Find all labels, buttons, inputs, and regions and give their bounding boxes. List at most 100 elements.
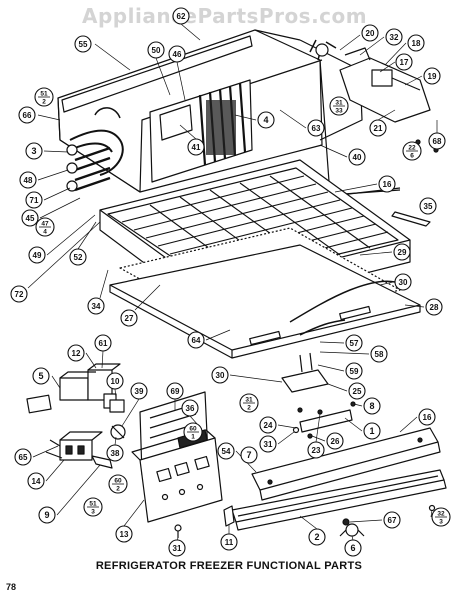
callout-c72: 72 bbox=[10, 285, 28, 303]
callout-c14: 14 bbox=[27, 472, 45, 490]
callout-c1: 1 bbox=[363, 422, 381, 440]
callout-c16: 16 bbox=[378, 175, 396, 193]
callout-number: 25 bbox=[353, 387, 362, 396]
fraction-callout-f312: 312 bbox=[239, 393, 259, 413]
callout-c16b: 16 bbox=[418, 408, 436, 426]
callout-number: 23 bbox=[312, 446, 321, 455]
callout-circle bbox=[308, 528, 326, 546]
callout-number: 68 bbox=[433, 137, 442, 146]
callout-number: 11 bbox=[225, 538, 234, 547]
callout-number: 26 bbox=[331, 437, 340, 446]
callout-c25: 25 bbox=[348, 382, 366, 400]
callout-number: 8 bbox=[369, 401, 374, 411]
fraction-bottom: 3 bbox=[91, 509, 95, 516]
callout-number: 34 bbox=[92, 302, 101, 311]
callout-c30a: 30 bbox=[394, 273, 412, 291]
callout-c57: 57 bbox=[345, 334, 363, 352]
callout-number: 48 bbox=[24, 176, 33, 185]
callout-c61: 61 bbox=[94, 334, 112, 352]
fraction-callout-f474: 474 bbox=[35, 217, 55, 237]
callout-c50: 50 bbox=[147, 41, 165, 59]
callout-circle bbox=[418, 408, 436, 426]
diagram-caption: REFRIGERATOR FREEZER FUNCTIONAL PARTS bbox=[95, 560, 363, 572]
callout-number: 67 bbox=[388, 516, 397, 525]
callout-circle bbox=[181, 399, 199, 417]
callout-circle bbox=[94, 334, 112, 352]
callout-number: 39 bbox=[135, 387, 144, 396]
callout-number: 16 bbox=[423, 413, 432, 422]
callout-number: 62 bbox=[177, 12, 186, 21]
callout-number: 64 bbox=[192, 336, 201, 345]
bottom-tray bbox=[109, 244, 421, 359]
callout-circle bbox=[369, 119, 387, 137]
callout-c68: 68 bbox=[428, 132, 446, 150]
callout-circle bbox=[344, 539, 362, 557]
callout-number: 61 bbox=[99, 339, 108, 348]
callout-circle bbox=[87, 297, 105, 315]
callout-circle bbox=[395, 53, 413, 71]
callout-number: 49 bbox=[33, 251, 42, 260]
callout-c62: 62 bbox=[172, 7, 190, 25]
callout-number: 71 bbox=[30, 196, 39, 205]
callout-circle bbox=[187, 138, 205, 156]
callout-circle bbox=[345, 362, 363, 380]
callout-number: 65 bbox=[19, 453, 28, 462]
callout-number: 38 bbox=[111, 449, 120, 458]
relay-group bbox=[26, 363, 121, 469]
callout-c30b: 30 bbox=[211, 366, 229, 384]
callout-circle bbox=[106, 372, 124, 390]
callout-number: 54 bbox=[222, 447, 231, 456]
callout-number: 57 bbox=[350, 339, 359, 348]
callout-circle bbox=[348, 148, 366, 166]
callout-circle bbox=[172, 7, 190, 25]
callout-number: 59 bbox=[350, 367, 359, 376]
callout-c39: 39 bbox=[130, 382, 148, 400]
callout-c12: 12 bbox=[67, 344, 85, 362]
callout-c41: 41 bbox=[187, 138, 205, 156]
callout-c69: 69 bbox=[166, 382, 184, 400]
callout-number: 50 bbox=[152, 46, 161, 55]
callout-circle bbox=[120, 309, 138, 327]
callout-circle bbox=[187, 331, 205, 349]
callout-c4: 4 bbox=[257, 111, 275, 129]
callout-number: 72 bbox=[15, 290, 24, 299]
fraction-top: 60 bbox=[114, 478, 122, 485]
callout-circle bbox=[348, 382, 366, 400]
callout-circle bbox=[130, 382, 148, 400]
callout-circle bbox=[28, 246, 46, 264]
callout-circle bbox=[147, 41, 165, 59]
callout-c65: 65 bbox=[14, 448, 32, 466]
fraction-bottom: 2 bbox=[42, 99, 46, 106]
fraction-bottom: 2 bbox=[247, 405, 251, 412]
fraction-callout-f223: 226 bbox=[402, 141, 422, 161]
callout-c52: 52 bbox=[69, 248, 87, 266]
callout-circle bbox=[18, 106, 36, 124]
callout-c48: 48 bbox=[19, 171, 37, 189]
damper-wires bbox=[299, 352, 313, 373]
callout-number: 63 bbox=[312, 124, 321, 133]
callout-circle bbox=[25, 191, 43, 209]
callout-number: 7 bbox=[246, 450, 251, 460]
callout-c18: 18 bbox=[407, 34, 425, 52]
callout-number: 14 bbox=[32, 477, 41, 486]
callout-c26: 26 bbox=[326, 432, 344, 450]
callout-number: 18 bbox=[412, 39, 421, 48]
callout-circle bbox=[423, 67, 441, 85]
callout-number: 58 bbox=[375, 350, 384, 359]
callout-c64: 64 bbox=[187, 331, 205, 349]
callout-circle bbox=[21, 209, 39, 227]
toe-grille bbox=[231, 469, 447, 531]
callout-circle bbox=[166, 382, 184, 400]
callout-circle bbox=[168, 45, 186, 63]
callout-c71: 71 bbox=[25, 191, 43, 209]
callout-number: 2 bbox=[314, 532, 319, 542]
page-number: 78 bbox=[6, 582, 17, 592]
callout-number: 41 bbox=[192, 143, 201, 152]
callout-c13: 13 bbox=[115, 525, 133, 543]
fraction-top: 60 bbox=[189, 426, 197, 433]
callout-c49: 49 bbox=[28, 246, 46, 264]
callout-number: 19 bbox=[428, 72, 437, 81]
callout-number: 32 bbox=[390, 33, 399, 42]
callout-c11: 11 bbox=[220, 533, 238, 551]
